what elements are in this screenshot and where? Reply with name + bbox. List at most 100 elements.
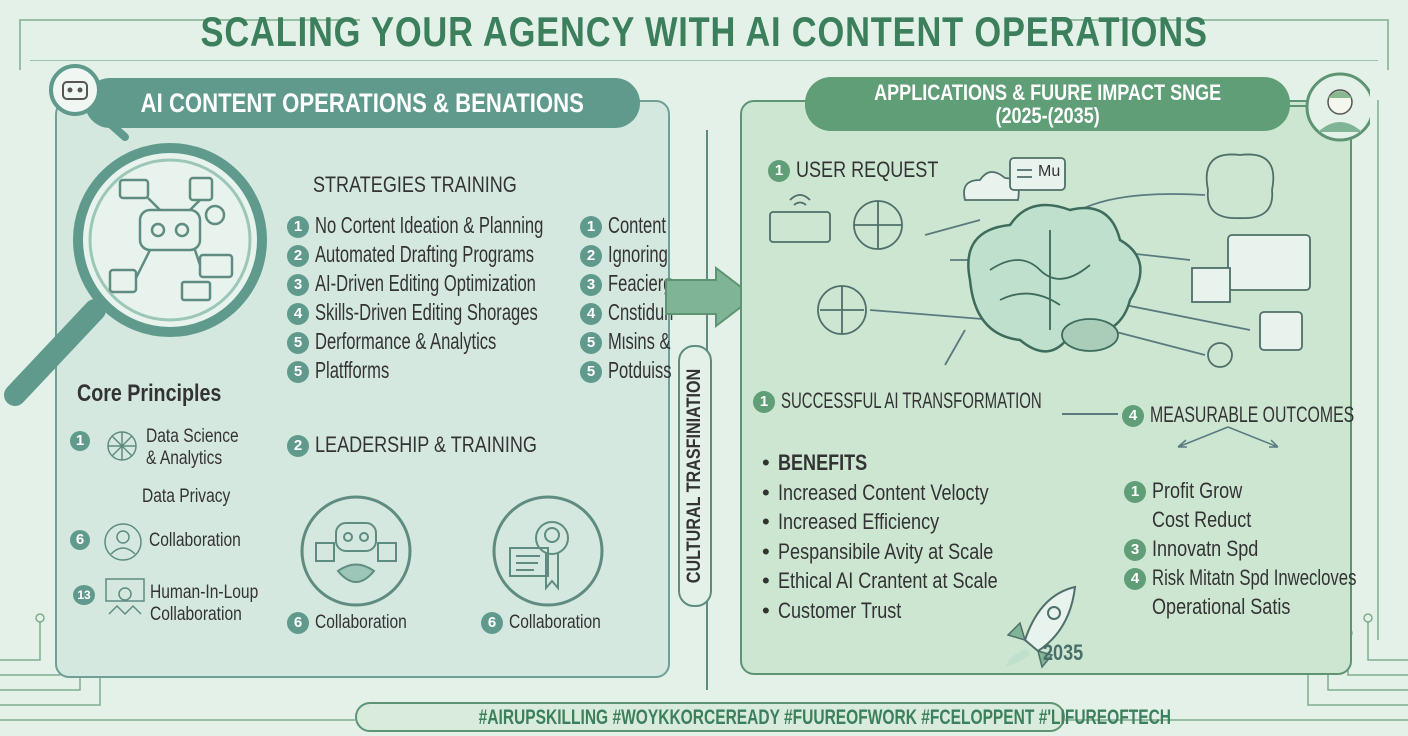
benefit-item: Increased Efficiency bbox=[762, 507, 1046, 537]
number-badge: 1 bbox=[70, 430, 90, 451]
number-badge: 4 bbox=[580, 302, 602, 325]
number-badge: 13 bbox=[73, 585, 95, 605]
left-header-text: AI CONTENT OPERATIONS & BENATIONS bbox=[140, 88, 585, 118]
strategy-item: 1 No Cortent Ideation & Planning bbox=[287, 211, 632, 240]
right-header-line: APPLICATIONS & FUURE IMPACT SNGE bbox=[873, 80, 1222, 105]
strategy-item: 1 Content bbox=[580, 211, 699, 240]
number-badge: 1 bbox=[580, 215, 602, 238]
cultural-transformation-label: CULTURAL TRASFINIATION bbox=[678, 345, 712, 607]
number-badge: 6 bbox=[70, 530, 90, 550]
number-badge: 4 bbox=[1124, 568, 1146, 591]
outcome-item: Cost Reduct bbox=[1124, 505, 1408, 534]
right-header-line: (2025-(2035) bbox=[995, 103, 1100, 128]
right-arrow-icon bbox=[665, 266, 756, 328]
benefits-title: BENEFITS bbox=[762, 448, 1046, 478]
core-item-label: Data Science& Analytics bbox=[146, 426, 259, 470]
right-panel-header: APPLICATIONS & FUURE IMPACT SNGE(2025-(2… bbox=[805, 77, 1290, 131]
collaboration-caption: 6 Collaboration bbox=[481, 612, 621, 634]
benefit-text: Increased Efficiency bbox=[777, 509, 939, 534]
person-icon bbox=[104, 523, 142, 561]
benefits-title-text: BENEFITS bbox=[777, 450, 867, 475]
core-principles-title: Core Principles bbox=[77, 380, 253, 408]
core-item-label: Data Privacy bbox=[142, 486, 250, 508]
outcome-text: Risk Mitatn Spd Inwecloves bbox=[1152, 565, 1357, 590]
strategy-label: AI-Driven Editing Optimization bbox=[315, 270, 536, 296]
outcome-item: 3 Innovatn Spd bbox=[1124, 534, 1408, 563]
benefit-text: Pespansibile Avity at Scale bbox=[777, 538, 993, 564]
core-label-line: Collaboration bbox=[150, 604, 242, 625]
core-label-line: & Analytics bbox=[146, 448, 223, 469]
rocket-icon bbox=[1005, 585, 1077, 669]
transformation-text: SUCCESSFUL AI TRANSFORMATION bbox=[781, 388, 1042, 413]
number-badge: 1 bbox=[753, 391, 775, 414]
strategy-item: 5 Potduiss bbox=[580, 356, 699, 385]
number-badge: 2 bbox=[580, 244, 602, 267]
year-label: 2035 bbox=[1043, 640, 1092, 666]
benefit-item: Increased Content Velocty bbox=[762, 478, 1046, 508]
number-badge: 4 bbox=[287, 302, 309, 325]
benefits-list: BENEFITS Increased Content Velocty Incre… bbox=[762, 448, 1046, 625]
outcomes-text: MEASURABLE OUTCOMES bbox=[1150, 402, 1355, 427]
core-item: 6 bbox=[70, 530, 96, 550]
core-item: 1 bbox=[70, 430, 96, 452]
benefit-text: Increased Content Velocty bbox=[777, 479, 989, 505]
outcome-text: Cost Reduct bbox=[1152, 507, 1252, 532]
strategies-title-text: STRATEGIES TRAINING bbox=[313, 172, 517, 197]
core-item: 13 bbox=[73, 585, 101, 605]
number-badge: 2 bbox=[287, 435, 309, 458]
strategy-item: 2 Ignoring bbox=[580, 240, 699, 269]
strategy-label: No Cortent Ideation & Planning bbox=[315, 212, 544, 238]
number-badge: 3 bbox=[287, 273, 309, 296]
right-header-line-wrap: (2025-(2035) bbox=[805, 104, 1290, 127]
ai-brain-diagram bbox=[769, 153, 1311, 368]
outcome-item: Operational Satis bbox=[1124, 592, 1408, 621]
number-badge: 5 bbox=[580, 360, 602, 383]
page-title-text: SCALING YOUR AGENCY WITH AI CONTENT OPER… bbox=[200, 8, 1208, 55]
core-title-text: Core Principles bbox=[77, 380, 222, 407]
benefit-item: Customer Trust bbox=[762, 596, 1046, 626]
chat-text: Mu bbox=[1038, 163, 1061, 180]
strategy-label: Potduiss bbox=[608, 357, 672, 383]
user-request-heading: 1 USER REQUEST bbox=[768, 157, 970, 183]
strategy-label: Content bbox=[608, 212, 667, 238]
outcome-item: 4 Risk Mitatn Spd Inwecloves bbox=[1124, 563, 1408, 592]
robot-badge-icon bbox=[49, 64, 129, 141]
certified-person-icon bbox=[492, 495, 604, 607]
split-arrows-icon bbox=[1177, 426, 1279, 448]
number-badge: 3 bbox=[580, 273, 602, 296]
page-title: SCALING YOUR AGENCY WITH AI CONTENT OPER… bbox=[0, 8, 1408, 56]
number-badge: 5 bbox=[287, 331, 309, 354]
strategy-label: Automated Drafting Programs bbox=[315, 241, 535, 267]
number-badge: 1 bbox=[1124, 481, 1146, 504]
outcome-item: 1 Profit Grow bbox=[1124, 476, 1408, 505]
user-request-text: USER REQUEST bbox=[796, 157, 939, 182]
number-badge: 6 bbox=[287, 612, 309, 634]
collaboration-text: Collaboration bbox=[509, 612, 601, 634]
number-badge: 5 bbox=[287, 360, 309, 383]
benefit-item: Pespansibile Avity at Scale bbox=[762, 537, 1046, 567]
hashtags-text: #AIRUPSKILLING #WOYKKORCEREADY #FUUREOFW… bbox=[478, 706, 1172, 729]
core-item-label: Collaboration bbox=[149, 530, 261, 552]
number-badge: 3 bbox=[1124, 539, 1146, 562]
outcome-text: Innovatn Spd bbox=[1152, 536, 1259, 561]
core-label-line: Data Science bbox=[146, 426, 239, 447]
core-label-line: Data Privacy bbox=[142, 486, 231, 507]
outcome-text: Operational Satis bbox=[1152, 594, 1291, 619]
network-icon bbox=[107, 431, 137, 461]
strategy-label: Mιsins & bbox=[608, 328, 671, 354]
outcome-text: Profit Grow bbox=[1152, 478, 1243, 503]
number-badge: 1 bbox=[768, 160, 790, 183]
title-divider bbox=[30, 60, 1378, 61]
number-badge: 6 bbox=[481, 612, 503, 634]
strategy-label: Ignoring bbox=[608, 241, 668, 267]
benefit-text: Customer Trust bbox=[777, 597, 902, 623]
strategy-item: 3 AI-Driven Editing Optimization bbox=[287, 269, 632, 298]
strategy-item: 2 Automated Drafting Programs bbox=[287, 240, 632, 269]
